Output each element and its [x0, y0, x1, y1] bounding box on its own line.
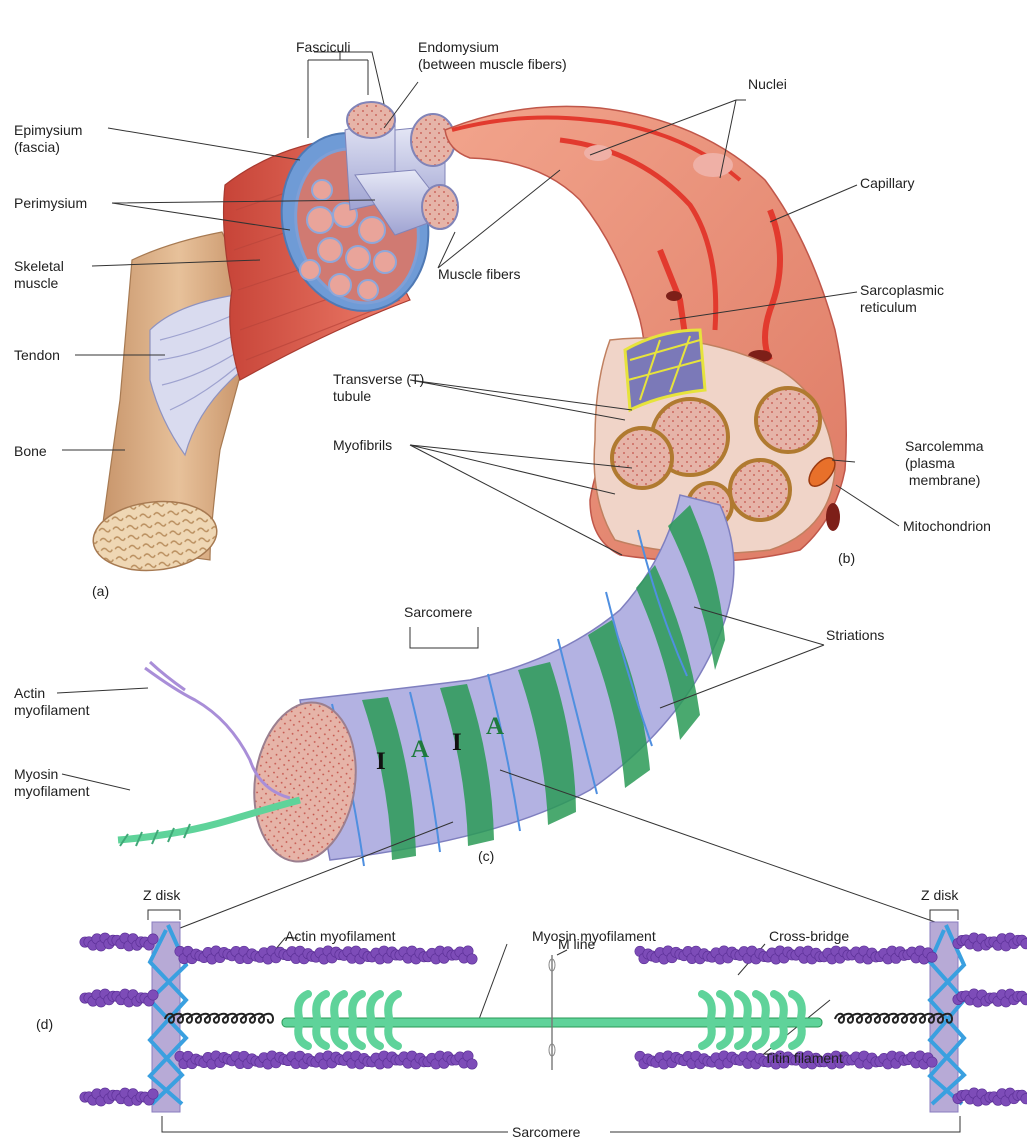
label-panel-c: (c)	[478, 848, 494, 865]
actin-bead	[927, 952, 937, 962]
label-bone: Bone	[14, 443, 47, 460]
label-nuclei: Nuclei	[748, 76, 787, 93]
label-sarcomere-bottom: Sarcomere	[512, 1124, 580, 1141]
label-actin-myofilament-d: Actin myofilament	[285, 928, 395, 945]
label-z-disk-right: Z disk	[921, 887, 958, 904]
label-z-disk-left: Z disk	[143, 887, 180, 904]
label-actin-myofilament-c: Actin myofilament	[14, 685, 89, 719]
band-a-right: A	[486, 714, 504, 739]
label-capillary: Capillary	[860, 175, 914, 192]
actin-bead	[927, 1057, 937, 1067]
label-sarcomere-top: Sarcomere	[404, 604, 472, 621]
label-tendon: Tendon	[14, 347, 60, 364]
label-transverse-tubule: Transverse (T) tubule	[333, 371, 424, 405]
label-sarcoplasmic-reticulum: Sarcoplasmic reticulum	[860, 282, 944, 316]
actin-bead	[467, 1059, 477, 1069]
label-myosin-myofilament-c: Myosin myofilament	[14, 766, 89, 800]
label-endomysium: Endomysium (between muscle fibers)	[418, 39, 567, 73]
label-panel-a: (a)	[92, 583, 109, 600]
label-myofibrils: Myofibrils	[333, 437, 392, 454]
band-i-right: I	[452, 730, 462, 755]
actin-bead	[148, 990, 158, 1000]
label-panel-d: (d)	[36, 1016, 53, 1033]
label-striations: Striations	[826, 627, 884, 644]
actin-bead	[467, 954, 477, 964]
label-skeletal-muscle: Skeletal muscle	[14, 258, 64, 292]
myofibril-tube	[244, 495, 734, 868]
actin-bead	[148, 1089, 158, 1099]
actin-bead	[148, 934, 158, 944]
label-panel-b: (b)	[838, 550, 855, 567]
leader-lines	[57, 52, 960, 1132]
label-titin-filament: Titin filament	[764, 1050, 843, 1067]
sarcomere-detail	[80, 922, 1027, 1112]
label-epimysium: Epimysium (fascia)	[14, 122, 82, 156]
band-a-left: A	[411, 737, 429, 762]
label-muscle-fibers: Muscle fibers	[438, 266, 520, 283]
label-m-line: M line	[558, 936, 595, 953]
label-perimysium: Perimysium	[14, 195, 87, 212]
label-mitochondrion: Mitochondrion	[903, 518, 991, 535]
label-fasciculi: Fasciculi	[296, 39, 350, 56]
m-line	[549, 955, 555, 1070]
band-i-left: I	[376, 749, 386, 774]
label-sarcolemma: Sarcolemma (plasma membrane)	[905, 438, 984, 489]
label-cross-bridge: Cross-bridge	[769, 928, 849, 945]
